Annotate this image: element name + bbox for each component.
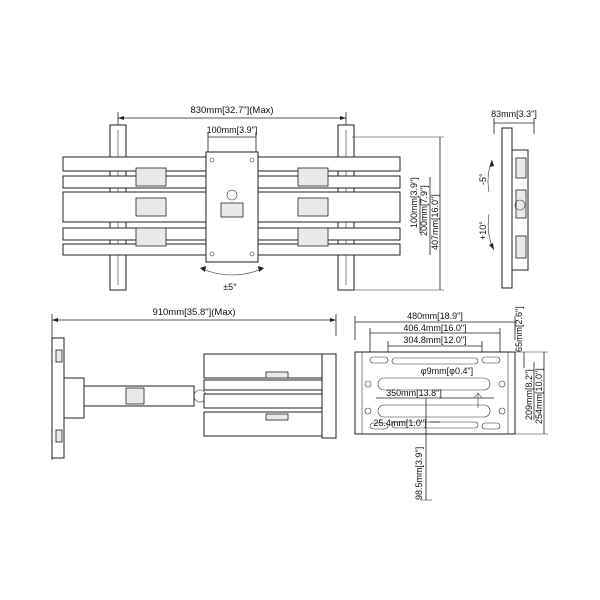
- plate-v3-label: 254mm[10.0"]: [534, 368, 544, 424]
- front-h3-label: 407mm[16.0"]: [430, 194, 440, 250]
- side-tilt-down-label: +10°: [478, 221, 488, 240]
- front-center-width-label: 100mm[3.9"]: [207, 125, 258, 135]
- plate-v1-label: 65mm[2.6"]: [514, 306, 524, 352]
- front-view: 830mm[32.7"](Max) 100mm[3.9"]: [62, 105, 444, 292]
- plate-w2-label: 406.4mm[16.0"]: [403, 323, 466, 333]
- wall-plate-view: 480mm[18.9"] 406.4mm[16.0"] 304.8mm[12.0…: [354, 306, 548, 501]
- plate-w3-label: 304.8mm[12.0"]: [403, 335, 466, 345]
- plate-v2-label: 209mm[8.2"]: [524, 369, 534, 420]
- plate-w1-label: 480mm[18.9"]: [407, 311, 463, 321]
- top-extension-label: 910mm[35.8"](Max): [152, 307, 235, 318]
- plate-hole-label: φ9mm[φ0.4"]: [421, 366, 473, 376]
- front-h2-label: 200mm[7.9"]: [419, 185, 429, 236]
- wall-plate: [354, 351, 516, 435]
- side-view: 83mm[3.3"] -5° +10°: [478, 109, 537, 289]
- plate-v4-label: 98.5mm[3.9"]: [414, 447, 424, 500]
- side-depth-label: 83mm[3.3"]: [491, 109, 537, 119]
- top-view: 910mm[35.8"](Max): [51, 307, 337, 460]
- front-h1-label: 100mm[3.9"]: [409, 177, 419, 228]
- side-tilt-up-label: -5°: [478, 173, 488, 185]
- front-rotation-label: ±5°: [223, 282, 237, 292]
- plate-w4-label: 350mm[13.8"]: [386, 388, 442, 398]
- front-width-label: 830mm[32.7"](Max): [190, 105, 273, 116]
- plate-w5-label: 25.4mm[1.0"]: [373, 418, 426, 428]
